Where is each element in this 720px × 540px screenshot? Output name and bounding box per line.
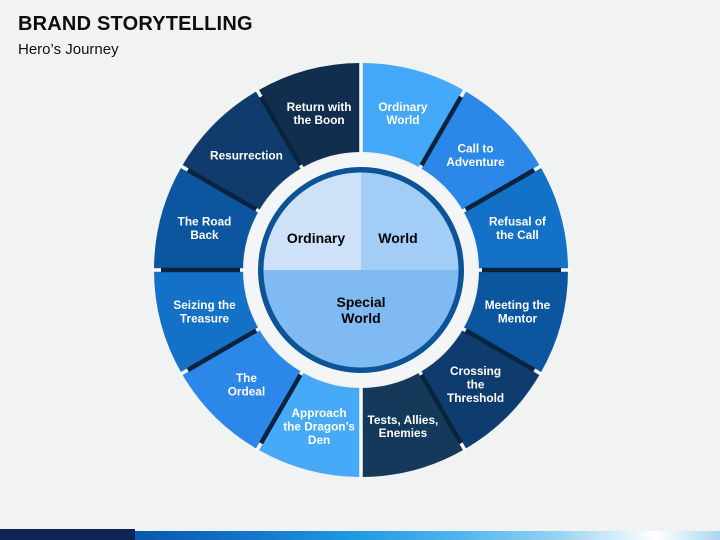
slide-subtitle: Hero’s Journey: [18, 41, 119, 58]
segment-separator-line: [259, 373, 303, 445]
hub-label-ordinary: Ordinary: [287, 230, 346, 246]
hub-label-world: World: [378, 230, 417, 246]
segment-separator-line: [259, 95, 303, 167]
segment-label-resurrection: Resurrection: [210, 148, 283, 162]
slide-header: BRAND STORYTELLING Hero’s Journey: [18, 11, 253, 60]
segment-separator-line: [186, 328, 258, 372]
segment-separator-line: [419, 95, 463, 167]
segment-approach-the-dragon-s-den: [257, 372, 361, 477]
segment-label-tests-allies-enemies: Tests, Allies,Enemies: [368, 413, 439, 440]
segment-resurrection: [181, 90, 302, 211]
segment-refusal-of-the-call: [463, 166, 568, 270]
segment-return-with-the-boon: [257, 63, 361, 168]
segment-seizing-the-treasure: [154, 270, 259, 374]
segment-the-ordeal: [181, 329, 302, 450]
segment-call-to-adventure: [420, 90, 541, 211]
segment-meeting-the-mentor: [463, 270, 568, 374]
segment-separator-line: [464, 328, 536, 372]
hub-quadrant-special-world: [263, 270, 459, 368]
footer-bar: [0, 528, 720, 540]
segment-separator-line: [464, 168, 536, 212]
segment-tests-allies-enemies: [361, 372, 465, 477]
segment-separator-line: [419, 373, 463, 445]
segment-crossing-the-threshold: [420, 329, 541, 450]
hub-quadrant-ordinary: [263, 172, 361, 270]
segment-the-road-back: [154, 166, 259, 270]
hub-quadrant-world: [361, 172, 459, 270]
footer-navy-block: [0, 529, 135, 540]
segment-ordinary-world: [361, 63, 465, 168]
segment-separator-line: [186, 168, 258, 212]
footer-gradient-block: [135, 531, 720, 540]
slide-title: BRAND STORYTELLING: [18, 13, 253, 35]
